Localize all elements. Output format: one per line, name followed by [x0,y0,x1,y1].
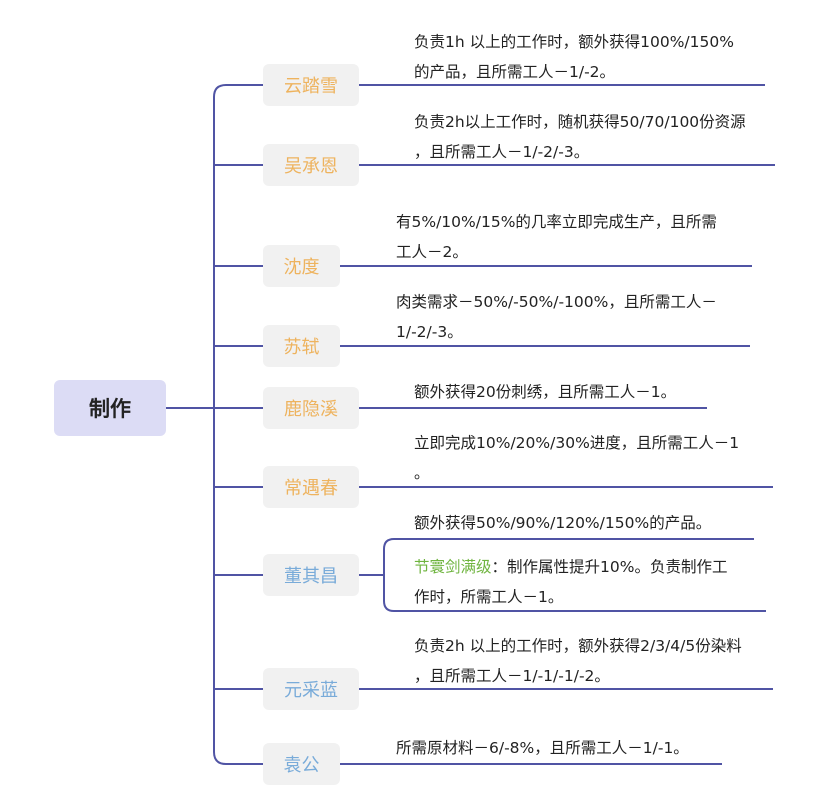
note-shendu: 有5%/10%/15%的几率立即完成生产，且所需工人－2。 [396,213,717,261]
note-yuntaxue: 负责1h 以上的工作时，额外获得100%/150%的产品，且所需工人－1/-2。 [414,33,734,81]
root-node-zhizuo: 制作 [54,380,166,436]
note-luyinxi: 额外获得20份刺绣，且所需工人－1。 [414,383,677,401]
node-yuangong: 袁公 [263,743,340,785]
node-changyuchun: 常遇春 [263,466,359,508]
node-shendu: 沈度 [263,245,340,287]
node-dongqichang: 董其昌 [263,554,359,596]
node-yuancailan: 元采蓝 [263,668,359,710]
node-yuntaxue: 云踏雪 [263,64,359,106]
note-changyuchun: 立即完成10%/20%/30%进度，且所需工人－1。 [414,434,740,482]
note-dongqichang-2: 节寰剑满级：制作属性提升10%。负责制作工 作时，所需工人－1。 [414,558,728,606]
note-wuchengen: 负责2h以上工作时，随机获得50/70/100份资源，且所需工人－1/-2/-3… [414,113,746,161]
node-sushi: 苏轼 [263,325,340,367]
node-wuchengen: 吴承恩 [263,144,359,186]
note-yuancailan: 负责2h 以上的工作时，额外获得2/3/4/5份染料，且所需工人－1/-1/-1… [414,637,742,685]
note-dongqichang-1: 额外获得50%/90%/120%/150%的产品。 [414,514,712,532]
note-yuangong: 所需原材料－6/-8%，且所需工人－1/-1。 [396,739,689,757]
highlight-jiehuanjian: 节寰剑满级 [414,558,492,576]
node-luyinxi: 鹿隐溪 [263,387,359,429]
note-sushi: 肉类需求－50%/-50%/-100%，且所需工人－1/-2/-3。 [396,293,717,341]
